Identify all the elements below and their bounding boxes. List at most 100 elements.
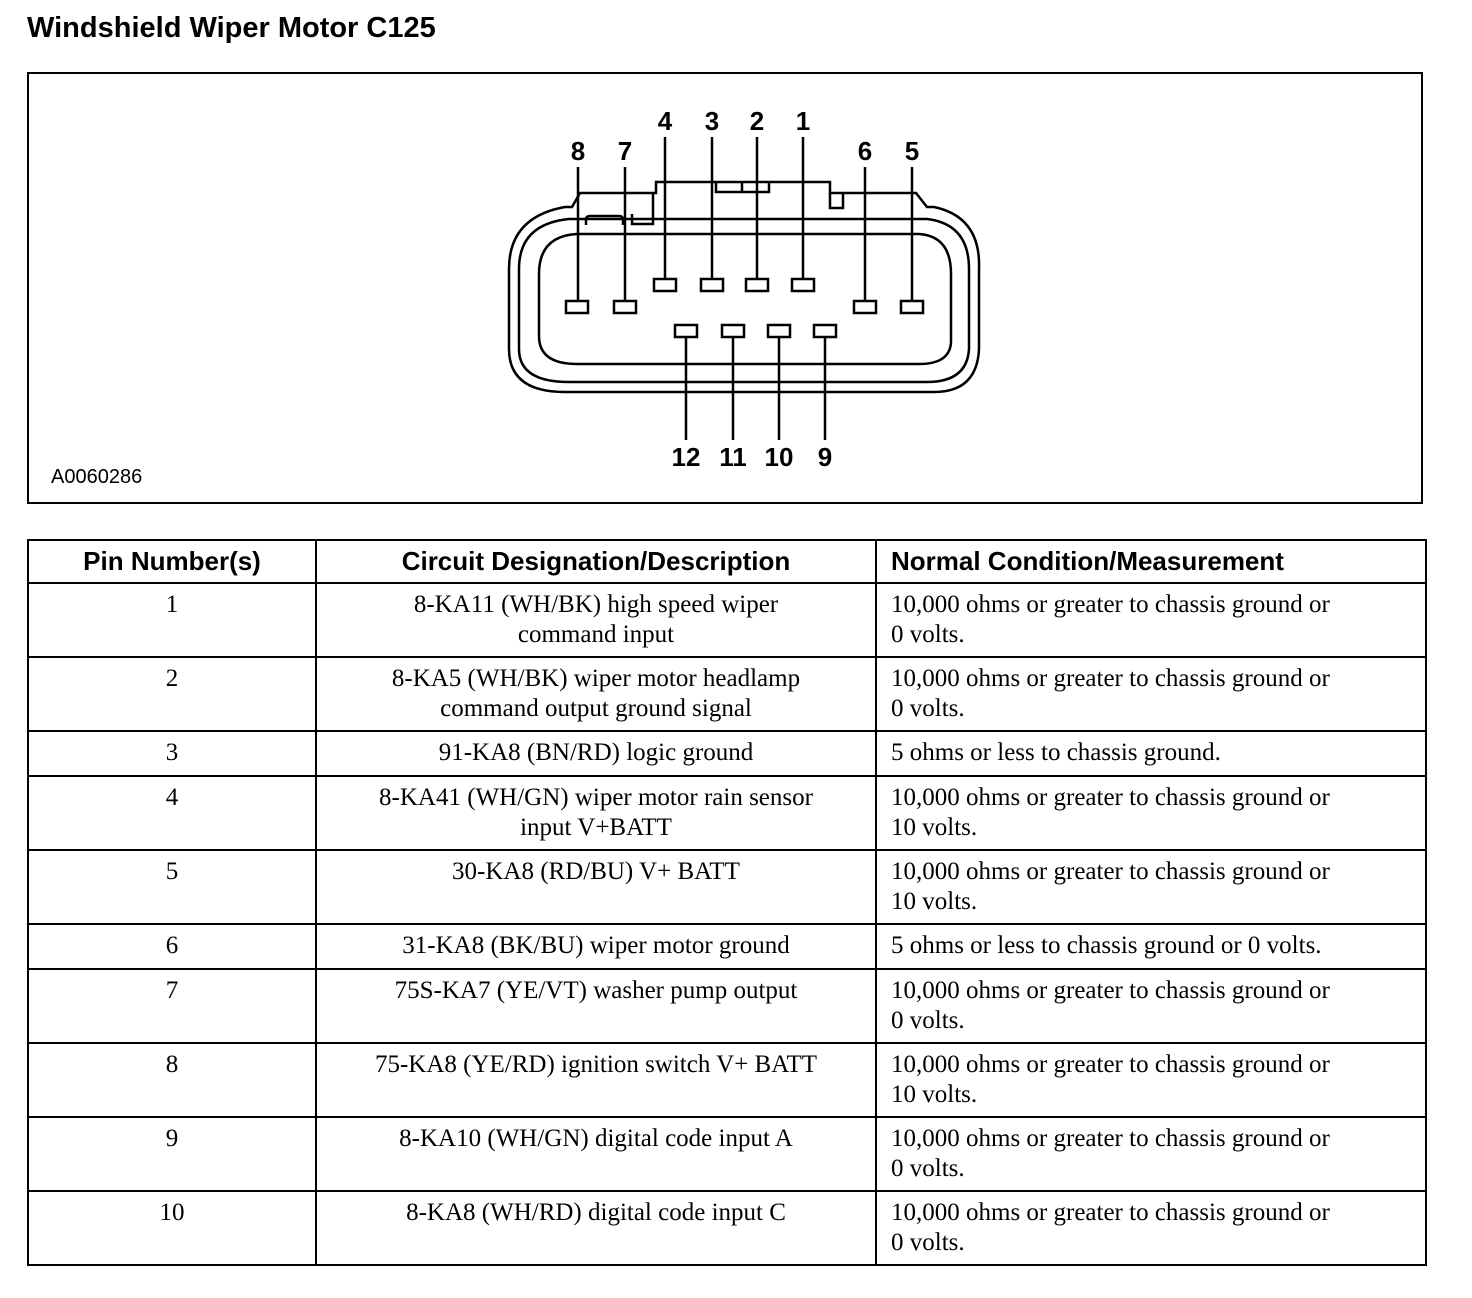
table-row: 5 30-KA8 (RD/BU) V+ BATT 10,000 ohms or gr… [27,849,1427,925]
circuit-description-cell: 31-KA8 (BK/BU) wiper motor ground [315,923,877,970]
pin-number-cell: 9 [27,1116,317,1192]
header-circuit-description: Circuit Designation/Description [315,539,877,584]
circuit-description-cell-line: 91-KA8 (BN/RD) logic ground [438,739,754,766]
circuit-description-cell-line: 8-KA5 (WH/BK) wiper motor headlamp [391,665,801,692]
circuit-description-cell: 8-KA5 (WH/BK) wiper motor headlamp comman… [315,656,877,732]
normal-condition-cell-line: 0 volts. [891,695,965,722]
normal-condition-cell-line: 0 volts. [891,1007,965,1034]
normal-condition-cell-line: 10 volts. [891,1081,978,1108]
normal-condition-cell-line: 10,000 ohms or greater to chassis ground… [891,977,1330,1004]
pin-label: 5 [905,136,919,166]
pin-number-cell: 4 [27,775,317,851]
normal-condition-cell: 10,000 ohms or greater to chassis ground… [875,775,1427,851]
normal-condition-cell-line: 10,000 ohms or greater to chassis ground… [891,665,1330,692]
table-row: 9 8-KA10 (WH/GN) digital code input A 10,0… [27,1116,1427,1192]
pin-label: 10 [765,442,794,472]
connector-figure: 8 7 6 5 4 3 2 1 12 11 10 9 A0060286 [27,72,1423,504]
pin-label: 9 [818,442,832,472]
table-header-row: Pin Number(s) Circuit Designation/Descri… [27,539,1427,584]
circuit-description-cell: 8-KA41 (WH/GN) wiper motor rain sensor in… [315,775,877,851]
normal-condition-cell-line: 10 volts. [891,888,978,915]
table-row: 6 31-KA8 (BK/BU) wiper motor ground 5 ohms… [27,923,1427,970]
pin-label: 3 [705,106,719,136]
normal-condition-cell-line: 10,000 ohms or greater to chassis ground… [891,784,1330,811]
normal-condition-cell: 5 ohms or less to chassis ground or 0 vo… [875,923,1427,970]
normal-condition-cell-line: 0 volts. [891,1155,965,1182]
pin-label: 6 [858,136,872,166]
circuit-description-cell-line: command input [517,621,675,648]
circuit-description-cell: 75-KA8 (YE/RD) ignition switch V+ BATT [315,1042,877,1118]
figure-id: A0060286 [51,466,143,488]
pin-label: 12 [672,442,701,472]
normal-condition-cell-line: 0 volts. [891,621,965,648]
pin-label: 8 [571,136,585,166]
table-row: 8 75-KA8 (YE/RD) ignition switch V+ BATT 1… [27,1042,1427,1118]
normal-condition-cell-line: 10,000 ohms or greater to chassis ground… [891,1199,1330,1226]
circuit-description-cell: 8-KA11 (WH/BK) high speed wiper command i… [315,582,877,658]
pin-number-cell: 8 [27,1042,317,1118]
table-row: 2 8-KA5 (WH/BK) wiper motor headlamp comma… [27,656,1427,732]
normal-condition-cell: 10,000 ohms or greater to chassis ground… [875,656,1427,732]
circuit-description-cell: 8-KA10 (WH/GN) digital code input A [315,1116,877,1192]
pin-number-cell-line: 9 [165,1125,179,1152]
pin-label: 7 [618,136,632,166]
pin-number-cell-line: 3 [165,739,179,766]
header-pin-number: Pin Number(s) [27,539,317,584]
normal-condition-cell-line: 10 volts. [891,814,978,841]
circuit-description-cell-line: 75-KA8 (YE/RD) ignition switch V+ BATT [374,1051,818,1078]
normal-condition-cell-line: 5 ohms or less to chassis ground or 0 vo… [891,932,1322,959]
pin-table: Pin Number(s) Circuit Designation/Descri… [27,539,1427,1266]
normal-condition-cell-line: 10,000 ohms or greater to chassis ground… [891,1051,1330,1078]
pin-label: 4 [658,106,673,136]
table-row: 10 8-KA8 (WH/RD) digital code input C 10,0… [27,1190,1427,1266]
normal-condition-cell: 10,000 ohms or greater to chassis ground… [875,1116,1427,1192]
normal-condition-cell-line: 10,000 ohms or greater to chassis ground… [891,858,1330,885]
connector-diagram: 8 7 6 5 4 3 2 1 12 11 10 9 [507,106,981,472]
header-normal-condition: Normal Condition/Measurement [875,539,1427,584]
normal-condition-cell: 10,000 ohms or greater to chassis ground… [875,968,1427,1044]
normal-condition-cell: 10,000 ohms or greater to chassis ground… [875,1042,1427,1118]
circuit-description-cell-line: 75S-KA7 (YE/VT) washer pump output [394,977,798,1004]
circuit-description-cell-line: 30-KA8 (RD/BU) V+ BATT [452,858,740,885]
pin-number-cell: 10 [27,1190,317,1266]
circuit-description-cell-line: 8-KA8 (WH/RD) digital code input C [406,1199,786,1226]
pin-label: 1 [796,106,810,136]
normal-condition-cell: 10,000 ohms or greater to chassis ground… [875,1190,1427,1266]
circuit-description-cell-line: 31-KA8 (BK/BU) wiper motor ground [402,932,790,959]
pin-number-cell: 2 [27,656,317,732]
table-row: 7 75S-KA7 (YE/VT) washer pump output 10,00… [27,968,1427,1044]
pin-number-cell-line: 5 [165,858,179,885]
table-row: 1 8-KA11 (WH/BK) high speed wiper command … [27,582,1427,658]
circuit-description-cell: 30-KA8 (RD/BU) V+ BATT [315,849,877,925]
circuit-description-cell-line: 8-KA11 (WH/BK) high speed wiper [413,591,779,618]
pin-number-cell: 7 [27,968,317,1044]
circuit-description-cell: 8-KA8 (WH/RD) digital code input C [315,1190,877,1266]
pin-number-cell: 1 [27,582,317,658]
normal-condition-cell: 5 ohms or less to chassis ground. [875,730,1427,777]
pin-label: 2 [750,106,764,136]
pin-number-cell-line: 10 [159,1199,185,1226]
table-row: 4 8-KA41 (WH/GN) wiper motor rain sensor i… [27,775,1427,851]
pin-label: 11 [719,442,747,472]
circuit-description-cell: 75S-KA7 (YE/VT) washer pump output [315,968,877,1044]
table-row: 3 91-KA8 (BN/RD) logic ground 5 ohms or le… [27,730,1427,777]
circuit-description-cell: 91-KA8 (BN/RD) logic ground [315,730,877,777]
pin-number-cell: 5 [27,849,317,925]
pin-number-cell: 6 [27,923,317,970]
circuit-description-cell-line: command output ground signal [440,695,752,722]
normal-condition-cell-line: 10,000 ohms or greater to chassis ground… [891,591,1330,618]
pin-number-cell-line: 1 [165,591,179,618]
pin-number-cell-line: 8 [165,1051,179,1078]
normal-condition-cell-line: 10,000 ohms or greater to chassis ground… [891,1125,1330,1152]
pin-number-cell: 3 [27,730,317,777]
circuit-description-cell-line: input V+BATT [520,814,672,841]
normal-condition-cell: 10,000 ohms or greater to chassis ground… [875,849,1427,925]
pin-number-cell-line: 6 [165,932,179,959]
circuit-description-cell-line: 8-KA10 (WH/GN) digital code input A [399,1125,793,1152]
normal-condition-cell: 10,000 ohms or greater to chassis ground… [875,582,1427,658]
normal-condition-cell-line: 0 volts. [891,1229,965,1256]
circuit-description-cell-line: 8-KA41 (WH/GN) wiper motor rain sensor [379,784,813,811]
pin-number-cell-line: 4 [165,784,179,811]
pin-number-cell-line: 7 [165,977,179,1004]
normal-condition-cell-line: 5 ohms or less to chassis ground. [891,739,1221,766]
